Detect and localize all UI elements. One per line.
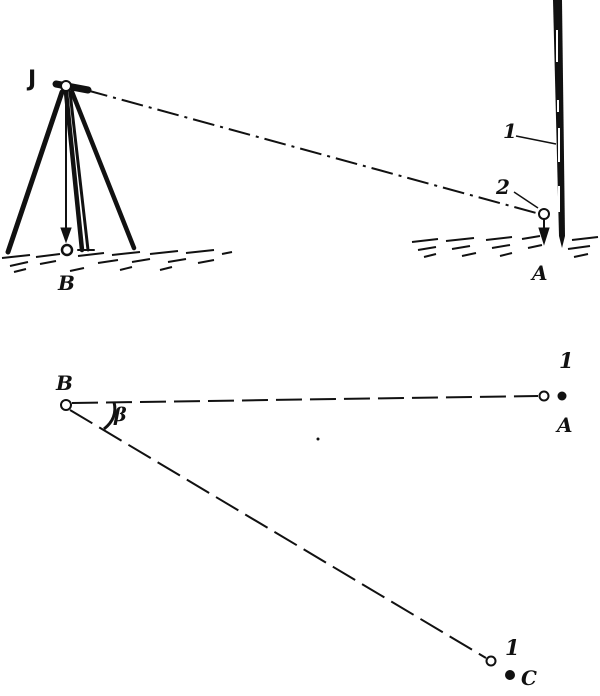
label-c-plan: C — [521, 666, 537, 690]
stray-dot — [316, 437, 320, 441]
label-a-plan: A — [555, 413, 573, 437]
sight-line — [85, 89, 541, 215]
instrument-head — [52, 80, 92, 94]
station-a-instrument — [538, 390, 550, 402]
station-b — [60, 399, 72, 411]
station-c-instrument — [485, 655, 497, 667]
plumb-line — [60, 92, 72, 244]
label-instrument: J — [26, 67, 36, 92]
label-b-top: B — [57, 271, 75, 295]
label-pole: 1 — [503, 119, 517, 143]
station-marker-b — [60, 243, 74, 257]
line-b-a — [71, 395, 539, 404]
label-marker: 2 — [495, 175, 510, 199]
ground-left — [1, 249, 233, 273]
ground-right — [411, 235, 599, 258]
label-b-plan: B — [55, 371, 73, 395]
leader-lines — [513, 135, 557, 209]
station-a-pole — [557, 391, 567, 401]
line-b-c — [69, 409, 487, 659]
label-a-number: 1 — [559, 348, 574, 373]
label-c-number: 1 — [505, 635, 520, 660]
label-a-top: A — [530, 261, 548, 285]
tripod — [5, 89, 137, 255]
angle-arc — [103, 401, 117, 431]
label-angle: β — [113, 404, 127, 426]
ranging-pole — [553, 0, 565, 248]
target-marker — [538, 208, 550, 246]
station-c-pole — [505, 670, 515, 680]
